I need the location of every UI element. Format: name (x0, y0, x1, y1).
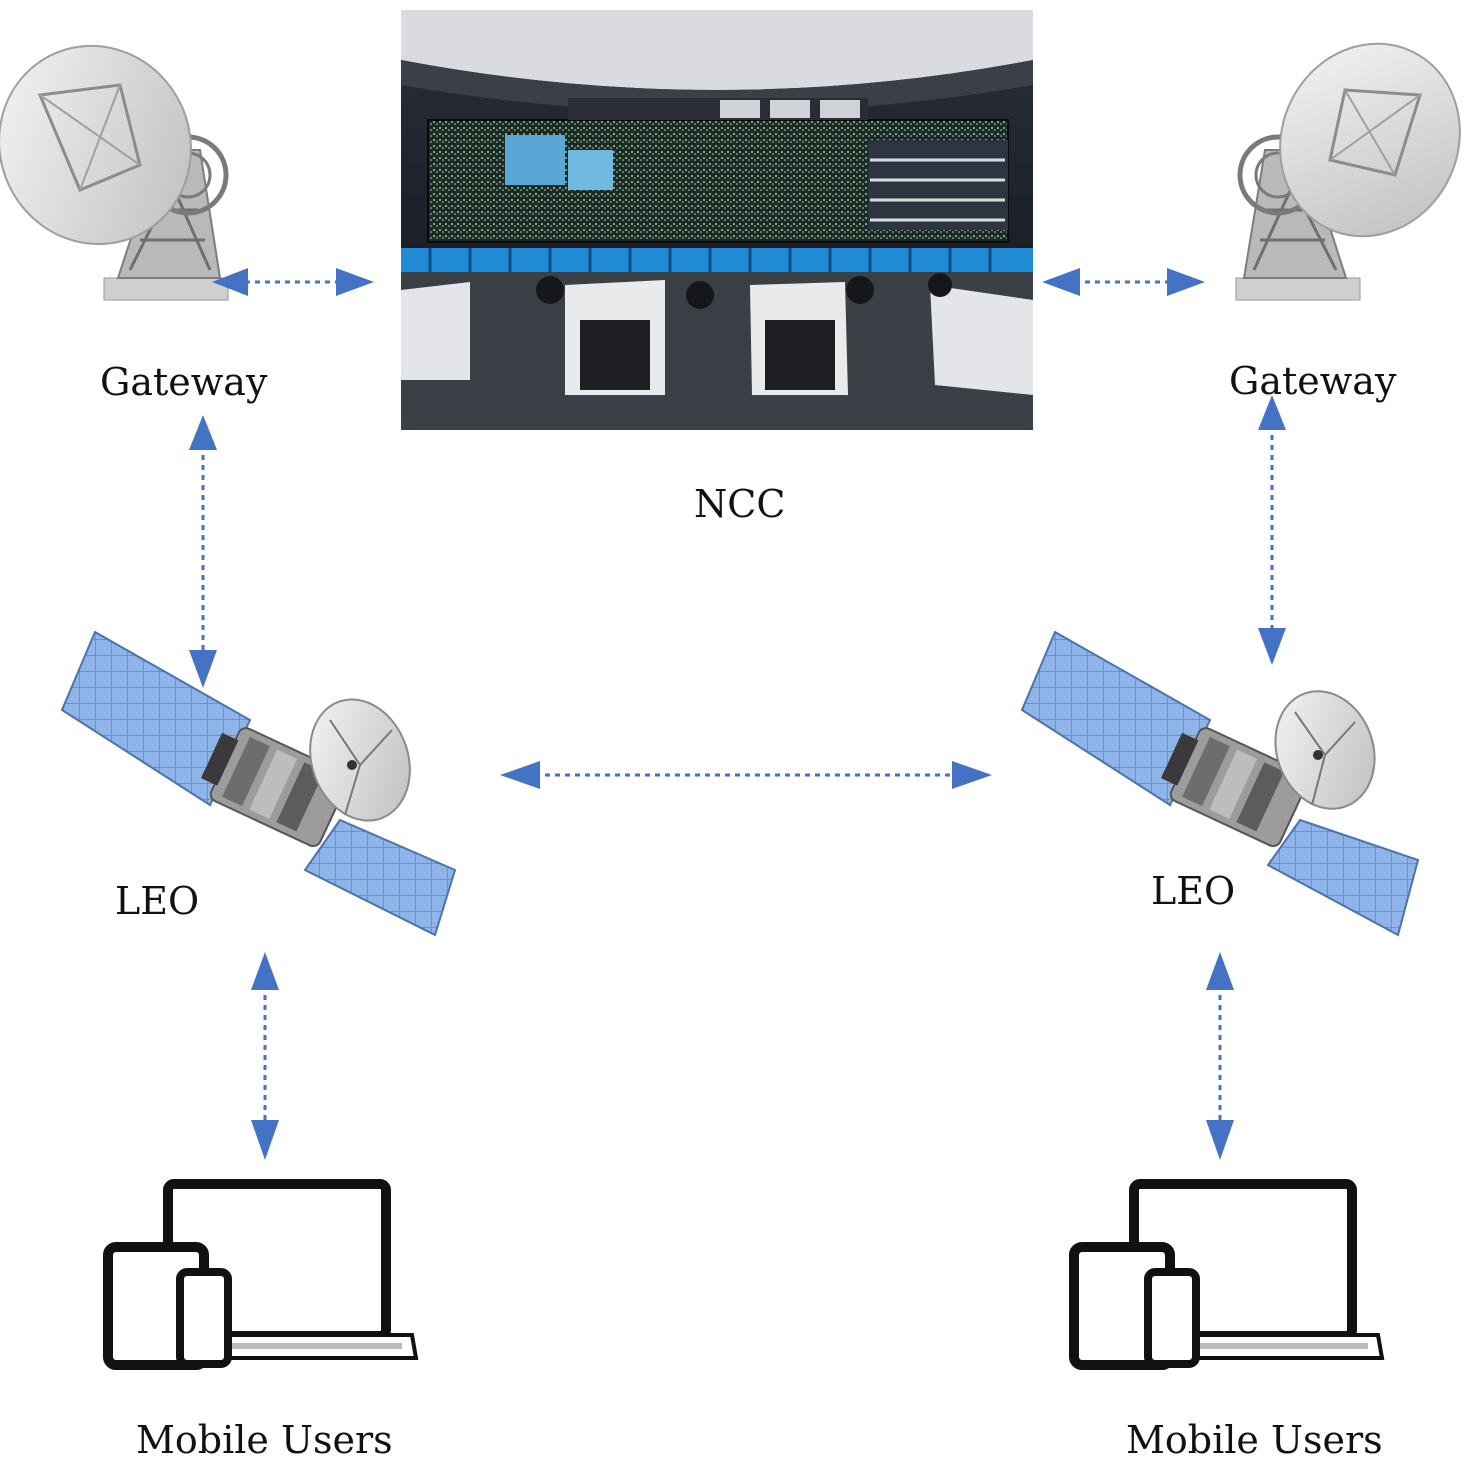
satellite-icon-left (60, 630, 457, 937)
ncc-label: NCC (694, 482, 786, 526)
devices-icon-left (103, 1179, 419, 1370)
gateway-dish-icon-left (0, 44, 229, 301)
mobile-users-left-label: Mobile Users (136, 1418, 393, 1462)
leo-right-label: LEO (1151, 869, 1236, 913)
arrowheads (189, 268, 1286, 1160)
leo-left-label: LEO (115, 879, 200, 923)
gateway-dish-icon-right (1235, 42, 1461, 301)
gateway-left-label: Gateway (100, 360, 268, 404)
gateway-right-label: Gateway (1229, 359, 1397, 403)
devices-icon-right (1069, 1179, 1385, 1370)
mobile-users-right-label: Mobile Users (1126, 1418, 1383, 1462)
control-room-photo (401, 10, 1033, 430)
satellite-icon-right (1020, 630, 1420, 937)
